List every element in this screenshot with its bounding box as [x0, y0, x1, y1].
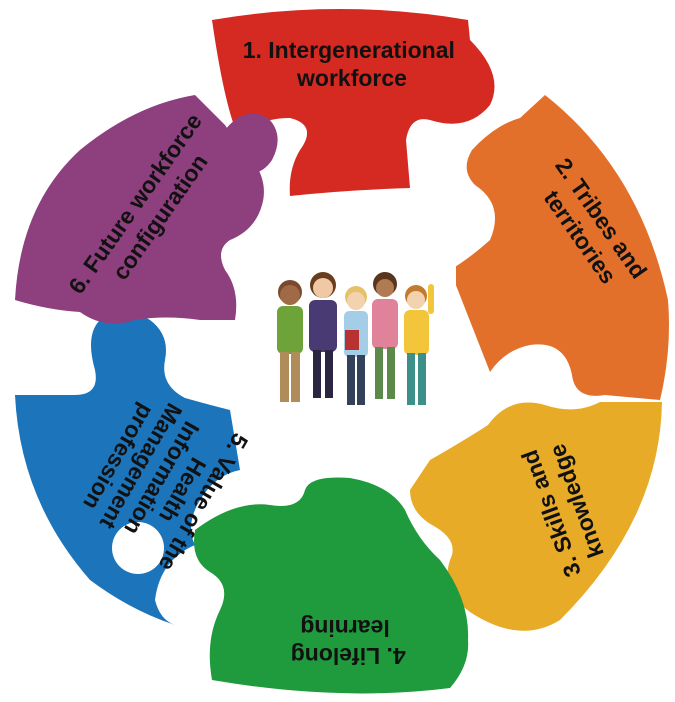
segment-intergenerational: 1. Intergenerational workforce [212, 9, 495, 196]
person-figure [309, 272, 337, 398]
label-line: workforce [296, 65, 407, 91]
segment-lifelong-label: 4. Lifelong learning [284, 615, 405, 669]
person-figure [404, 284, 434, 405]
label-line: 1. Intergenerational [243, 37, 455, 63]
segment-tribes: 2. Tribes and territories [450, 95, 669, 400]
segment-value-hole [112, 522, 164, 574]
label-line: 4. Lifelong [291, 643, 406, 669]
segment-skills-shape [410, 402, 662, 631]
segment-future: 6. Future workforce configuration [15, 95, 278, 324]
segment-lifelong-shape [194, 477, 469, 694]
center-people-illustration [256, 262, 456, 420]
segment-lifelong: 4. Lifelong learning [194, 477, 469, 694]
segment-tribes-shape [450, 95, 669, 400]
segment-intergenerational-shape [212, 9, 495, 196]
person-figure [277, 280, 303, 402]
segment-intergenerational-label: 1. Intergenerational workforce [243, 37, 462, 91]
segment-value: 5. Value of the Health Information Manag… [15, 312, 253, 625]
segment-future-tab [225, 113, 278, 174]
person-figure [372, 272, 398, 399]
segment-skills: 3. Skills and knowledge [410, 402, 662, 631]
label-line: learning [300, 615, 389, 641]
person-figure [344, 286, 368, 405]
segment-future-shape [15, 95, 264, 324]
segment-value-shape [15, 312, 240, 625]
